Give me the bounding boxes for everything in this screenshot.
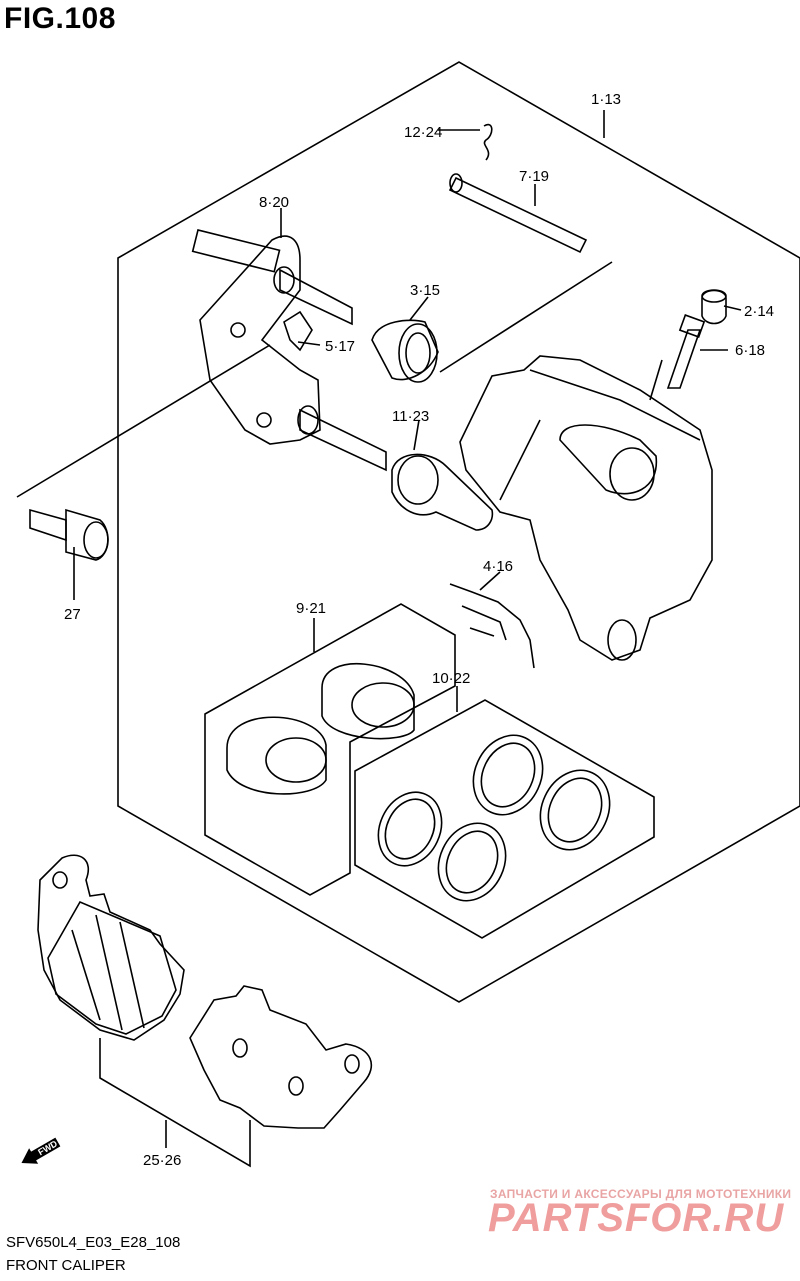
callout-10-22: 10·22: [432, 670, 470, 687]
pin-clip: [483, 123, 493, 161]
callout-8-20: 8·20: [259, 194, 289, 211]
model-code: SFV650L4_E03_E28_108: [6, 1234, 181, 1251]
pad-retainer: [449, 583, 535, 669]
callout-9-21: 9·21: [296, 600, 326, 617]
callout-27: 27: [64, 606, 81, 623]
assembly-outline: [117, 61, 800, 1003]
mounting-bolt: [29, 508, 109, 561]
pad-leader: [99, 1038, 251, 1168]
bleeder-cap: [701, 289, 727, 325]
caliper-body: [459, 355, 713, 661]
figure-title: FIG.108: [4, 2, 116, 35]
section-name: FRONT CALIPER: [6, 1257, 126, 1274]
callout-12-24: 12·24: [404, 124, 442, 141]
pad-pin: [448, 173, 588, 254]
brake-pad-right: [189, 985, 373, 1129]
callout-25-26: 25·26: [143, 1152, 181, 1169]
watermark-brand: PARTSFOR.RU: [488, 1196, 785, 1240]
callout-2-14: 2·14: [744, 303, 774, 320]
callout-4-16: 4·16: [483, 558, 513, 575]
callout-7-19: 7·19: [519, 168, 549, 185]
callout-6-18: 6·18: [735, 342, 765, 359]
pin-boot-lower: [391, 453, 494, 531]
pin-boot: [371, 319, 439, 383]
brake-pad-left: [37, 854, 185, 1041]
pad-spring: [283, 310, 313, 352]
callout-11-23: 11·23: [392, 408, 429, 425]
seal-set-box: [354, 699, 655, 939]
fwd-arrow-icon: FWD: [21, 1137, 61, 1164]
callout-3-15: 3·15: [410, 282, 440, 299]
piston-lower: [226, 716, 327, 795]
callout-1-13: 1·13: [591, 91, 621, 108]
piston-set-box: [204, 603, 456, 896]
bleeder-valve: [666, 314, 706, 389]
caliper-bracket: [191, 229, 387, 472]
callout-5-17: 5·17: [325, 338, 355, 355]
seal-rings: [377, 734, 611, 902]
piston-upper: [321, 662, 415, 740]
watermark-tagline: ЗАПЧАСТИ И АКСЕССУАРЫ ДЛЯ МОТОТЕХНИКИ: [490, 1187, 792, 1201]
